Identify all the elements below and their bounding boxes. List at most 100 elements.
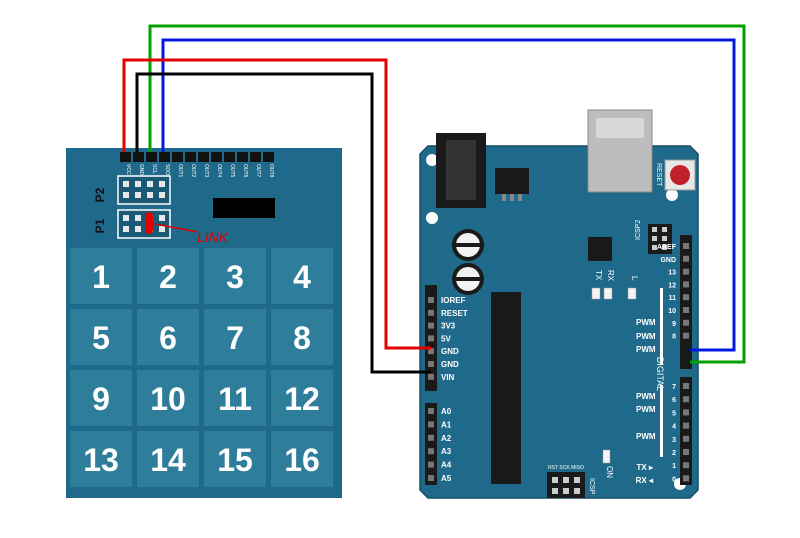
digital-pin-label: 2 bbox=[672, 450, 676, 457]
digital-pin-label: 12 bbox=[668, 282, 676, 289]
atmega-microcontroller bbox=[491, 292, 521, 484]
digital-pin bbox=[683, 475, 689, 482]
digital-pin-label: 13 bbox=[668, 270, 676, 277]
analog-pin-label: A3 bbox=[441, 447, 452, 456]
key-label: 14 bbox=[150, 442, 186, 478]
header-pin bbox=[250, 152, 261, 162]
key-label: 13 bbox=[83, 442, 119, 478]
analog-pin-label: A5 bbox=[441, 474, 452, 483]
key-15: 15 bbox=[204, 431, 266, 487]
header-pin-label: OUT1 bbox=[177, 164, 183, 178]
icsp2-pins bbox=[652, 227, 667, 250]
mount-hole bbox=[666, 189, 678, 201]
key-pad bbox=[70, 370, 132, 426]
icsp2-pin bbox=[652, 227, 657, 232]
power-pin bbox=[428, 297, 434, 303]
dc-jack-inner bbox=[446, 140, 476, 200]
rx-led bbox=[603, 287, 613, 300]
key-9: 9 bbox=[70, 370, 132, 426]
jumper-pin bbox=[147, 192, 153, 198]
key-label: 6 bbox=[159, 320, 177, 356]
key-label: 3 bbox=[226, 259, 244, 295]
power-pin bbox=[428, 361, 434, 367]
header-pin bbox=[224, 152, 235, 162]
header-pin-label: OUT2 bbox=[190, 164, 196, 178]
power-pin-label: 5V bbox=[441, 334, 451, 343]
arduino-pcb bbox=[419, 145, 699, 499]
key-7: 7 bbox=[204, 309, 266, 365]
jumper-pin bbox=[135, 192, 141, 198]
key-pad bbox=[137, 248, 199, 304]
key-label: 2 bbox=[159, 259, 177, 295]
header-pin bbox=[263, 152, 274, 162]
digital-pin bbox=[683, 332, 689, 339]
jumper-pin bbox=[159, 226, 165, 232]
digital-pin-label: 9 bbox=[672, 321, 676, 328]
digital-pin-label: 10 bbox=[668, 308, 676, 315]
analog-pin-label: A2 bbox=[441, 434, 452, 443]
pwm-label: PWM bbox=[636, 318, 656, 327]
icsp2-pin bbox=[662, 245, 667, 250]
digital-pin bbox=[683, 319, 689, 326]
key-5: 5 bbox=[70, 309, 132, 365]
key-label: 4 bbox=[293, 259, 311, 295]
analog-pin bbox=[428, 434, 434, 441]
jumper-pin bbox=[159, 215, 165, 221]
pwm-label: PWM bbox=[636, 405, 656, 414]
jumper-pin bbox=[123, 192, 129, 198]
wire-vcc bbox=[122, 58, 431, 350]
analog-pin-label: A1 bbox=[441, 420, 452, 429]
wires bbox=[122, 24, 746, 374]
power-header-pins bbox=[428, 297, 434, 380]
on-led bbox=[602, 449, 611, 464]
header-pin bbox=[146, 152, 157, 162]
digital-pin bbox=[683, 281, 689, 288]
keypad-chip bbox=[213, 198, 275, 218]
digital-pin bbox=[683, 294, 689, 301]
icsp-pins bbox=[552, 477, 580, 494]
key-pad bbox=[271, 370, 333, 426]
key-label: 12 bbox=[284, 381, 320, 417]
key-pad bbox=[70, 431, 132, 487]
digital-pin bbox=[683, 462, 689, 469]
digital-pin-label: 8 bbox=[672, 334, 676, 341]
voltage-regulator bbox=[495, 168, 529, 194]
wire-scl bbox=[148, 24, 746, 364]
header-pin bbox=[198, 152, 209, 162]
power-pin bbox=[428, 373, 434, 380]
key-1: 1 bbox=[70, 248, 132, 304]
header-pin-label: OUT8 bbox=[268, 164, 274, 178]
jumper-label-p2: P2 bbox=[93, 187, 107, 202]
key-pad bbox=[271, 431, 333, 487]
key-13: 13 bbox=[70, 431, 132, 487]
wire-sdo bbox=[161, 38, 736, 352]
digital-pin bbox=[683, 396, 689, 403]
icsp-top-label: RST SCK MISO bbox=[548, 465, 584, 471]
header-pin-label: OUT5 bbox=[229, 164, 235, 178]
icsp-pin bbox=[552, 488, 558, 494]
key-pad bbox=[70, 248, 132, 304]
usb-connector-face bbox=[596, 118, 644, 138]
digital-pin-label: 7 bbox=[672, 384, 676, 391]
header-pin-label: OUT6 bbox=[242, 164, 248, 178]
key-pad bbox=[137, 431, 199, 487]
analog-header-pins bbox=[428, 408, 434, 481]
header-pin bbox=[211, 152, 222, 162]
rx-pin-label: RX ◂ bbox=[636, 476, 654, 485]
digital-pin-label: GND bbox=[660, 257, 676, 264]
analog-pin bbox=[428, 461, 434, 468]
header-pin bbox=[185, 152, 196, 162]
l-led bbox=[627, 287, 637, 300]
key-label: 8 bbox=[293, 320, 311, 356]
jumper-pin bbox=[159, 192, 165, 198]
key-pad bbox=[204, 248, 266, 304]
analog-pin-label: A0 bbox=[441, 407, 452, 416]
digital-pin bbox=[683, 307, 689, 313]
power-pin-label: GND bbox=[441, 347, 459, 356]
header-pin-label: VCC bbox=[125, 164, 131, 175]
header-pin bbox=[237, 152, 248, 162]
